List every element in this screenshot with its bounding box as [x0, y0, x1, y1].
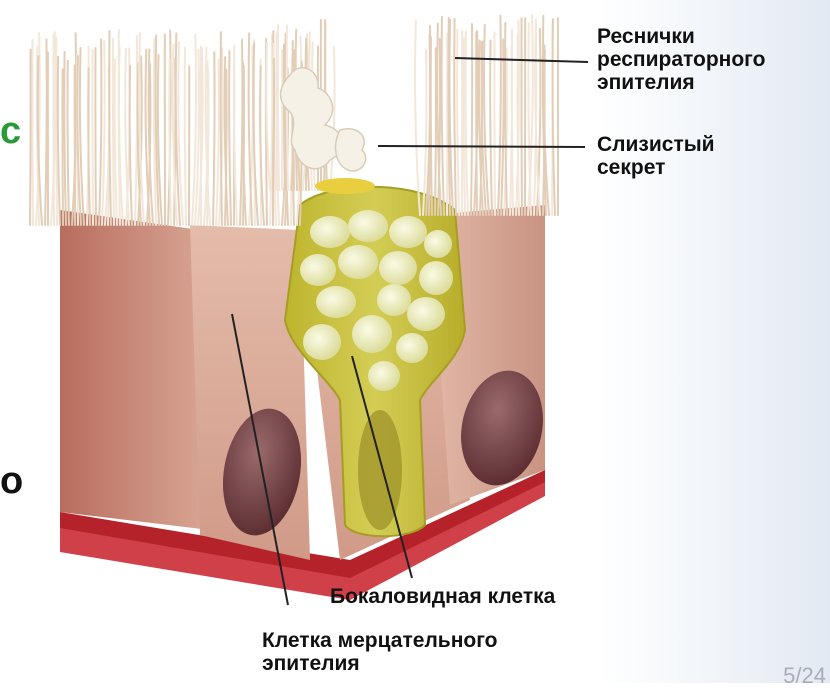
cilium	[435, 48, 436, 215]
cilium	[192, 35, 196, 225]
cilium	[62, 69, 63, 225]
label-ciliated-cell: Клетка мерцательного эпителия	[262, 629, 622, 675]
cilium	[471, 24, 472, 215]
cilium	[115, 59, 117, 225]
cilium	[512, 29, 513, 215]
cilium	[490, 40, 492, 215]
cilium	[92, 50, 93, 225]
cilium	[185, 48, 186, 225]
cilium	[95, 48, 96, 225]
cilium	[276, 33, 277, 190]
cilium	[58, 57, 60, 225]
cilium	[45, 39, 47, 225]
cilium	[249, 33, 252, 225]
cilium	[109, 31, 111, 225]
label-cilia: Реснички респираторного эпителия	[597, 25, 827, 94]
cilium	[284, 44, 285, 190]
cilium	[56, 38, 57, 225]
cilium	[278, 25, 279, 190]
cilium	[454, 19, 456, 215]
cilium	[476, 32, 477, 215]
cilium	[135, 36, 137, 225]
cilium	[423, 50, 426, 215]
cilium	[415, 21, 420, 215]
cilium	[270, 35, 272, 225]
cilium	[68, 61, 69, 225]
label-goblet-cell: Бокаловидная клетка	[330, 585, 670, 608]
cilium	[521, 18, 522, 215]
cilium	[442, 17, 444, 215]
cilium	[216, 60, 219, 225]
cilium	[229, 51, 231, 225]
cilium	[32, 40, 33, 225]
label-mucus-secretion: Слизистый секрет	[597, 133, 797, 179]
cilium	[273, 58, 274, 190]
cilium	[102, 41, 105, 225]
cilium	[53, 35, 54, 225]
left-cell-block	[60, 210, 210, 530]
cilium	[498, 16, 501, 215]
cilium	[64, 52, 66, 225]
page-number: 5/24	[783, 663, 826, 689]
cilium	[431, 37, 432, 215]
cilium	[213, 52, 215, 225]
cilium	[30, 50, 31, 225]
cilium	[99, 39, 101, 225]
cilium	[130, 66, 132, 225]
